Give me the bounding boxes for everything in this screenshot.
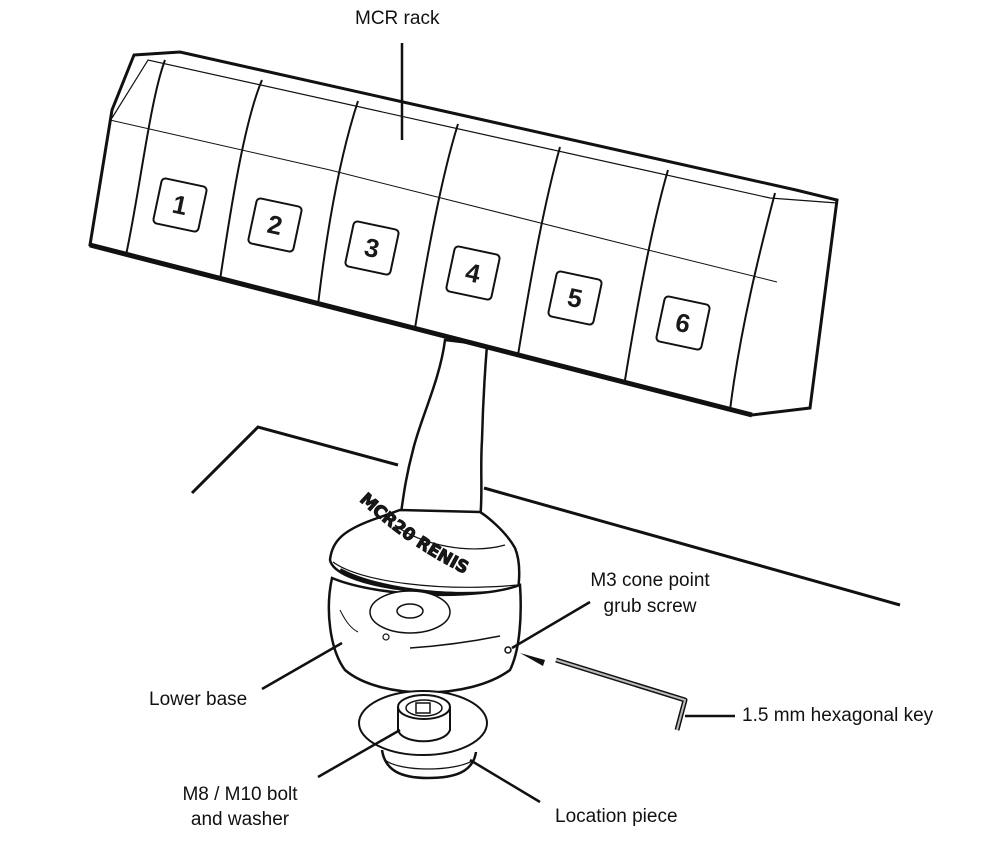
rack-stem <box>398 338 489 522</box>
rack-body <box>88 50 839 417</box>
leader-bolt <box>317 728 401 779</box>
module-dividers <box>125 59 776 411</box>
pin-hole <box>382 633 390 641</box>
rack-port-1: 1 <box>152 177 208 233</box>
grub-screw-hole <box>504 646 512 654</box>
port-number: 5 <box>565 282 585 314</box>
hex-socket <box>415 702 431 714</box>
label-grub-screw-line2: grub screw <box>603 596 697 617</box>
rack-port-2: 2 <box>247 197 303 253</box>
label-hex-key: 1.5 mm hexagonal key <box>742 705 934 726</box>
label-location-piece: Location piece <box>555 806 678 827</box>
label-grub-screw-line1: M3 cone point <box>590 570 710 591</box>
stem-body <box>398 338 489 522</box>
leader-location-piece <box>469 758 541 804</box>
lower-base-hole <box>396 603 424 619</box>
table-edge <box>190 425 901 607</box>
leader-lower-base <box>261 641 343 691</box>
rack-port-4: 4 <box>445 245 501 301</box>
label-bolt-line2: and washer <box>190 809 290 830</box>
hex-key <box>520 653 688 731</box>
rack-port-3: 3 <box>344 220 400 276</box>
leader-lines <box>261 43 735 804</box>
label-lower-base: Lower base <box>149 689 248 710</box>
mcr-rack <box>88 50 839 418</box>
port-number: 6 <box>673 307 693 339</box>
label-mcr-rack: MCR rack <box>355 8 440 29</box>
leader-grub-screw <box>511 600 591 650</box>
lower-base <box>327 576 522 694</box>
port-number: 1 <box>170 189 190 221</box>
label-bolt-line1: M8 / M10 bolt <box>182 784 298 805</box>
rack-ports: 1 2 3 4 5 6 <box>152 177 711 351</box>
table-edge-right <box>483 486 901 607</box>
table-edge-left <box>190 425 399 495</box>
location-piece <box>358 690 488 780</box>
port-number: 3 <box>362 232 382 264</box>
port-number: 2 <box>265 209 285 241</box>
rack-port-6: 6 <box>655 295 711 351</box>
insert-arrow <box>520 653 545 666</box>
rack-port-5: 5 <box>547 270 603 326</box>
port-number: 4 <box>463 257 484 289</box>
